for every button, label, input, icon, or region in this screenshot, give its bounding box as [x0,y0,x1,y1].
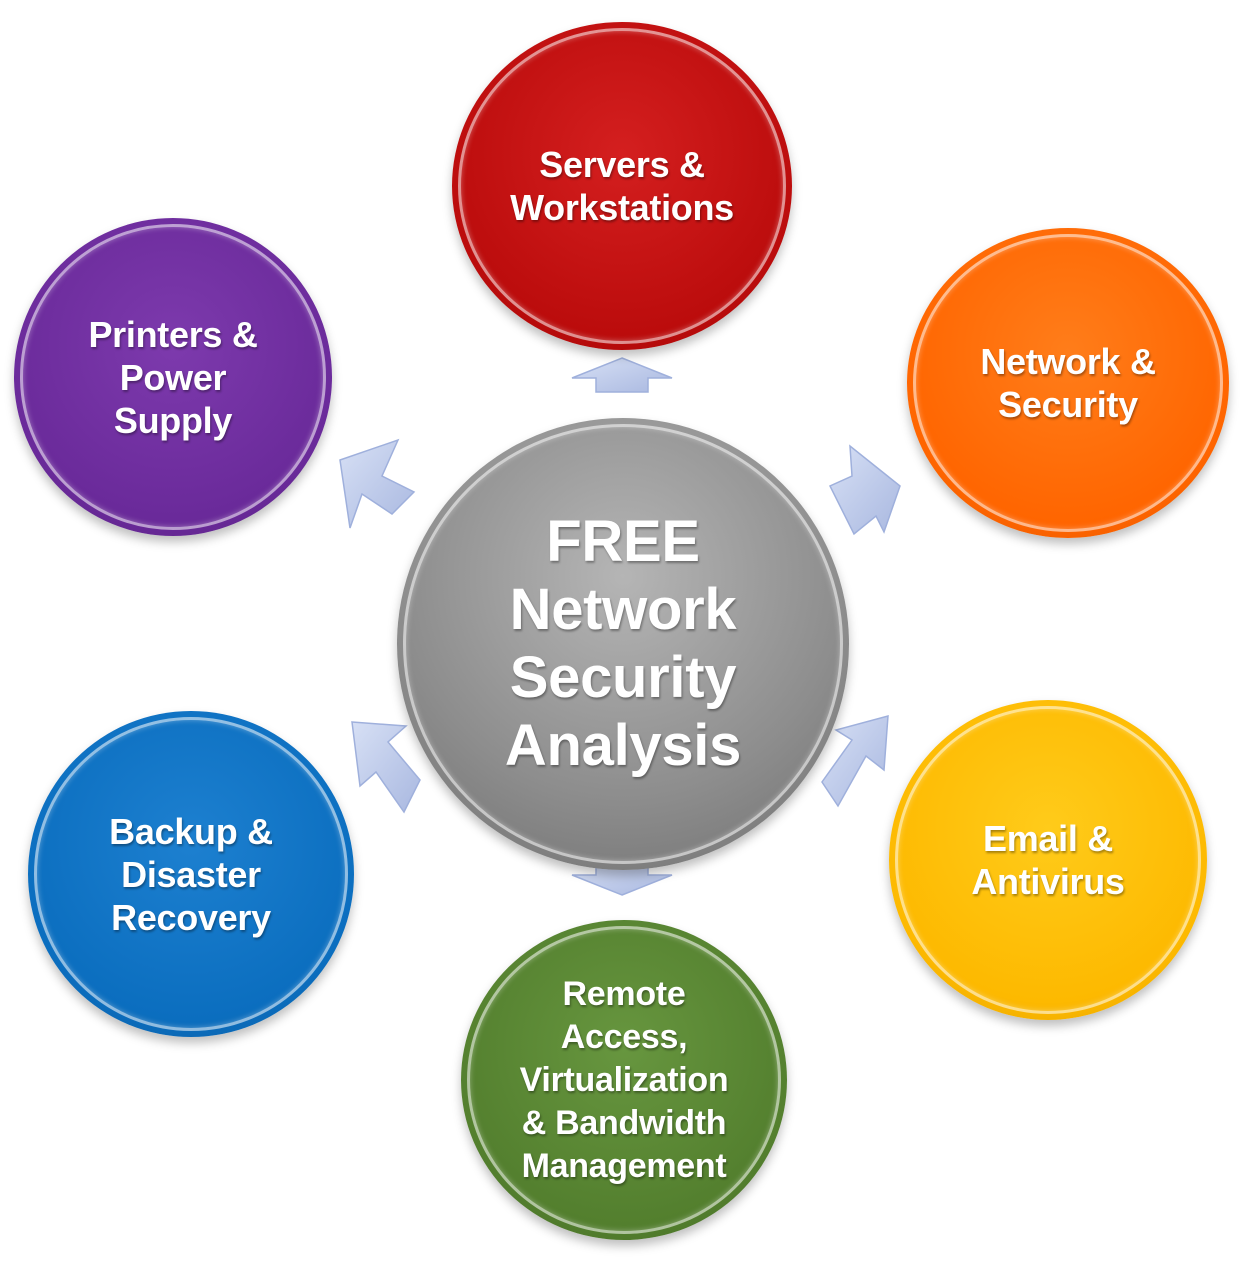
arrow-to-network-security [828,444,901,536]
node-backup-recovery: Backup & Disaster Recovery [28,711,354,1037]
arrow-to-email [821,715,889,808]
center-node: FREE Network Security Analysis [397,418,849,870]
node-remote-access: Remote Access, Virtualization & Bandwidt… [461,920,787,1240]
node-backup-recovery-label: Backup & Disaster Recovery [109,810,273,938]
node-printers-power-label: Printers & Power Supply [88,313,258,441]
node-network-security: Network & Security [907,228,1229,538]
node-email-antivirus: Email & Antivirus [889,700,1207,1020]
arrow-to-servers [571,357,673,393]
center-node-label: FREE Network Security Analysis [504,509,742,778]
node-servers-workstations: Servers & Workstations [452,22,792,350]
node-printers-power: Printers & Power Supply [14,218,332,536]
node-remote-access-label: Remote Access, Virtualization & Bandwidt… [519,974,729,1185]
arrow-to-printers [339,438,416,529]
arrow-to-backup [351,721,421,814]
node-email-antivirus-label: Email & Antivirus [971,818,1125,902]
node-servers-workstations-label: Servers & Workstations [510,144,734,228]
node-network-security-label: Network & Security [980,341,1156,425]
